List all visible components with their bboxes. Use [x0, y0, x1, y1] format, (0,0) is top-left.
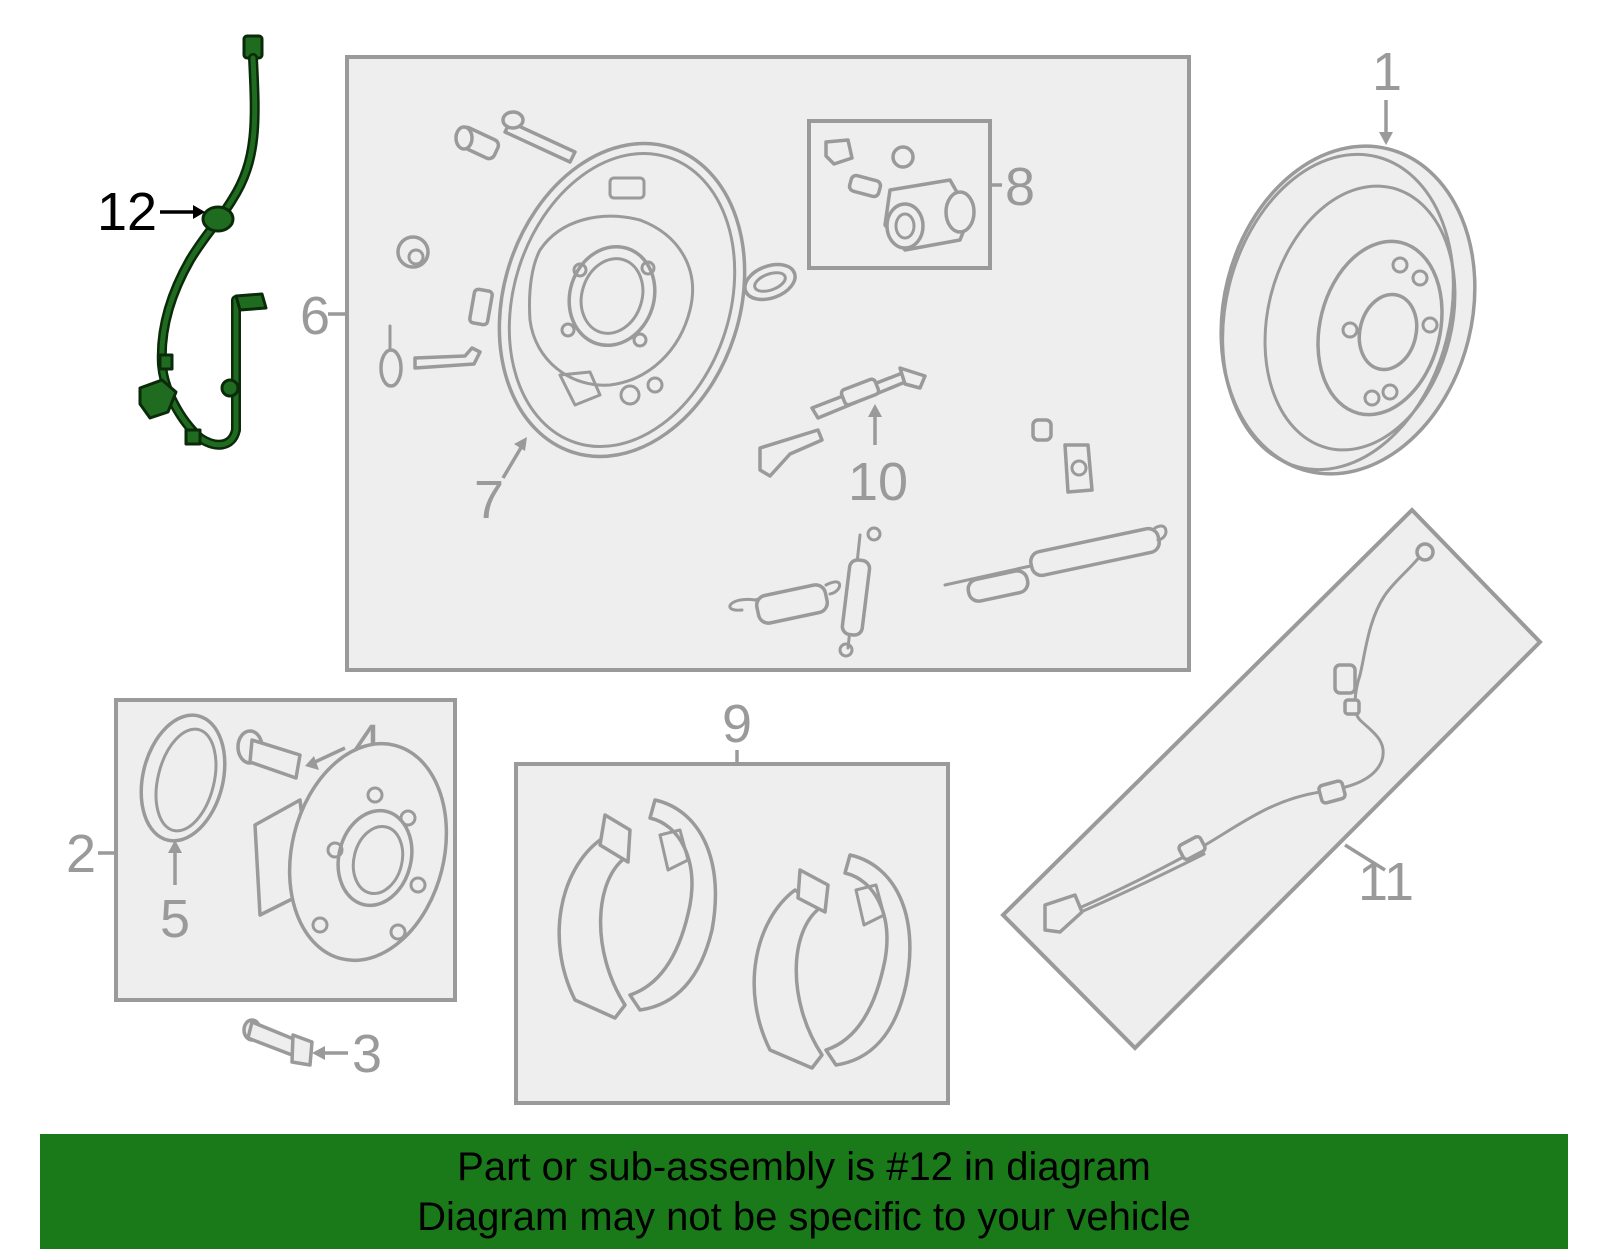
part-10-adjuster[interactable] — [758, 366, 927, 478]
part-12-wheel-speed-sensor[interactable] — [138, 34, 268, 450]
banner-line-2: Diagram may not be specific to your vehi… — [417, 1195, 1191, 1239]
callout-11: 11 — [1358, 852, 1414, 912]
banner-line-1: Part or sub-assembly is #12 in diagram — [457, 1145, 1151, 1189]
plug[interactable] — [468, 287, 494, 327]
bushing[interactable] — [454, 125, 501, 161]
callout-8: 8 — [1005, 157, 1035, 217]
return-spring[interactable] — [728, 580, 842, 625]
part-3-bolt[interactable] — [242, 1018, 314, 1067]
arrow-12 — [193, 205, 205, 219]
callout-1: 1 — [1372, 42, 1402, 102]
info-banner: Part or sub-assembly is #12 in diagram D… — [40, 1134, 1568, 1249]
part-5-tone-ring[interactable] — [129, 706, 238, 850]
callout-7: 7 — [474, 470, 504, 530]
part-7-backing-plate[interactable] — [460, 111, 783, 488]
callout-12: 12 — [97, 182, 157, 242]
box-11 — [1000, 507, 1543, 1051]
shoe-clip[interactable] — [1031, 418, 1094, 494]
part-1-brake-drum[interactable] — [1188, 119, 1509, 501]
pin-bolt[interactable] — [501, 110, 577, 164]
part-8-wheel-cylinder[interactable] — [824, 138, 976, 252]
grommet[interactable] — [396, 235, 430, 269]
callout-9: 9 — [722, 694, 752, 754]
part-11-brake-hose[interactable] — [1043, 542, 1435, 934]
strut[interactable] — [413, 346, 482, 370]
callout-10: 10 — [848, 452, 908, 512]
callout-6: 6 — [300, 286, 330, 346]
hold-down-pin[interactable] — [379, 324, 403, 388]
part-2-hub-bearing[interactable] — [253, 727, 468, 977]
upper-return-spring[interactable] — [943, 524, 1168, 603]
box-9 — [514, 762, 950, 1105]
part-4-hub-bolt[interactable] — [236, 729, 302, 780]
part-9-brake-shoe-set[interactable] — [557, 798, 912, 1070]
seal-ring[interactable] — [740, 258, 800, 306]
callout-2: 2 — [66, 824, 96, 884]
callout-3: 3 — [352, 1024, 382, 1084]
callout-5: 5 — [160, 889, 190, 949]
adjuster-spring[interactable] — [838, 526, 882, 658]
